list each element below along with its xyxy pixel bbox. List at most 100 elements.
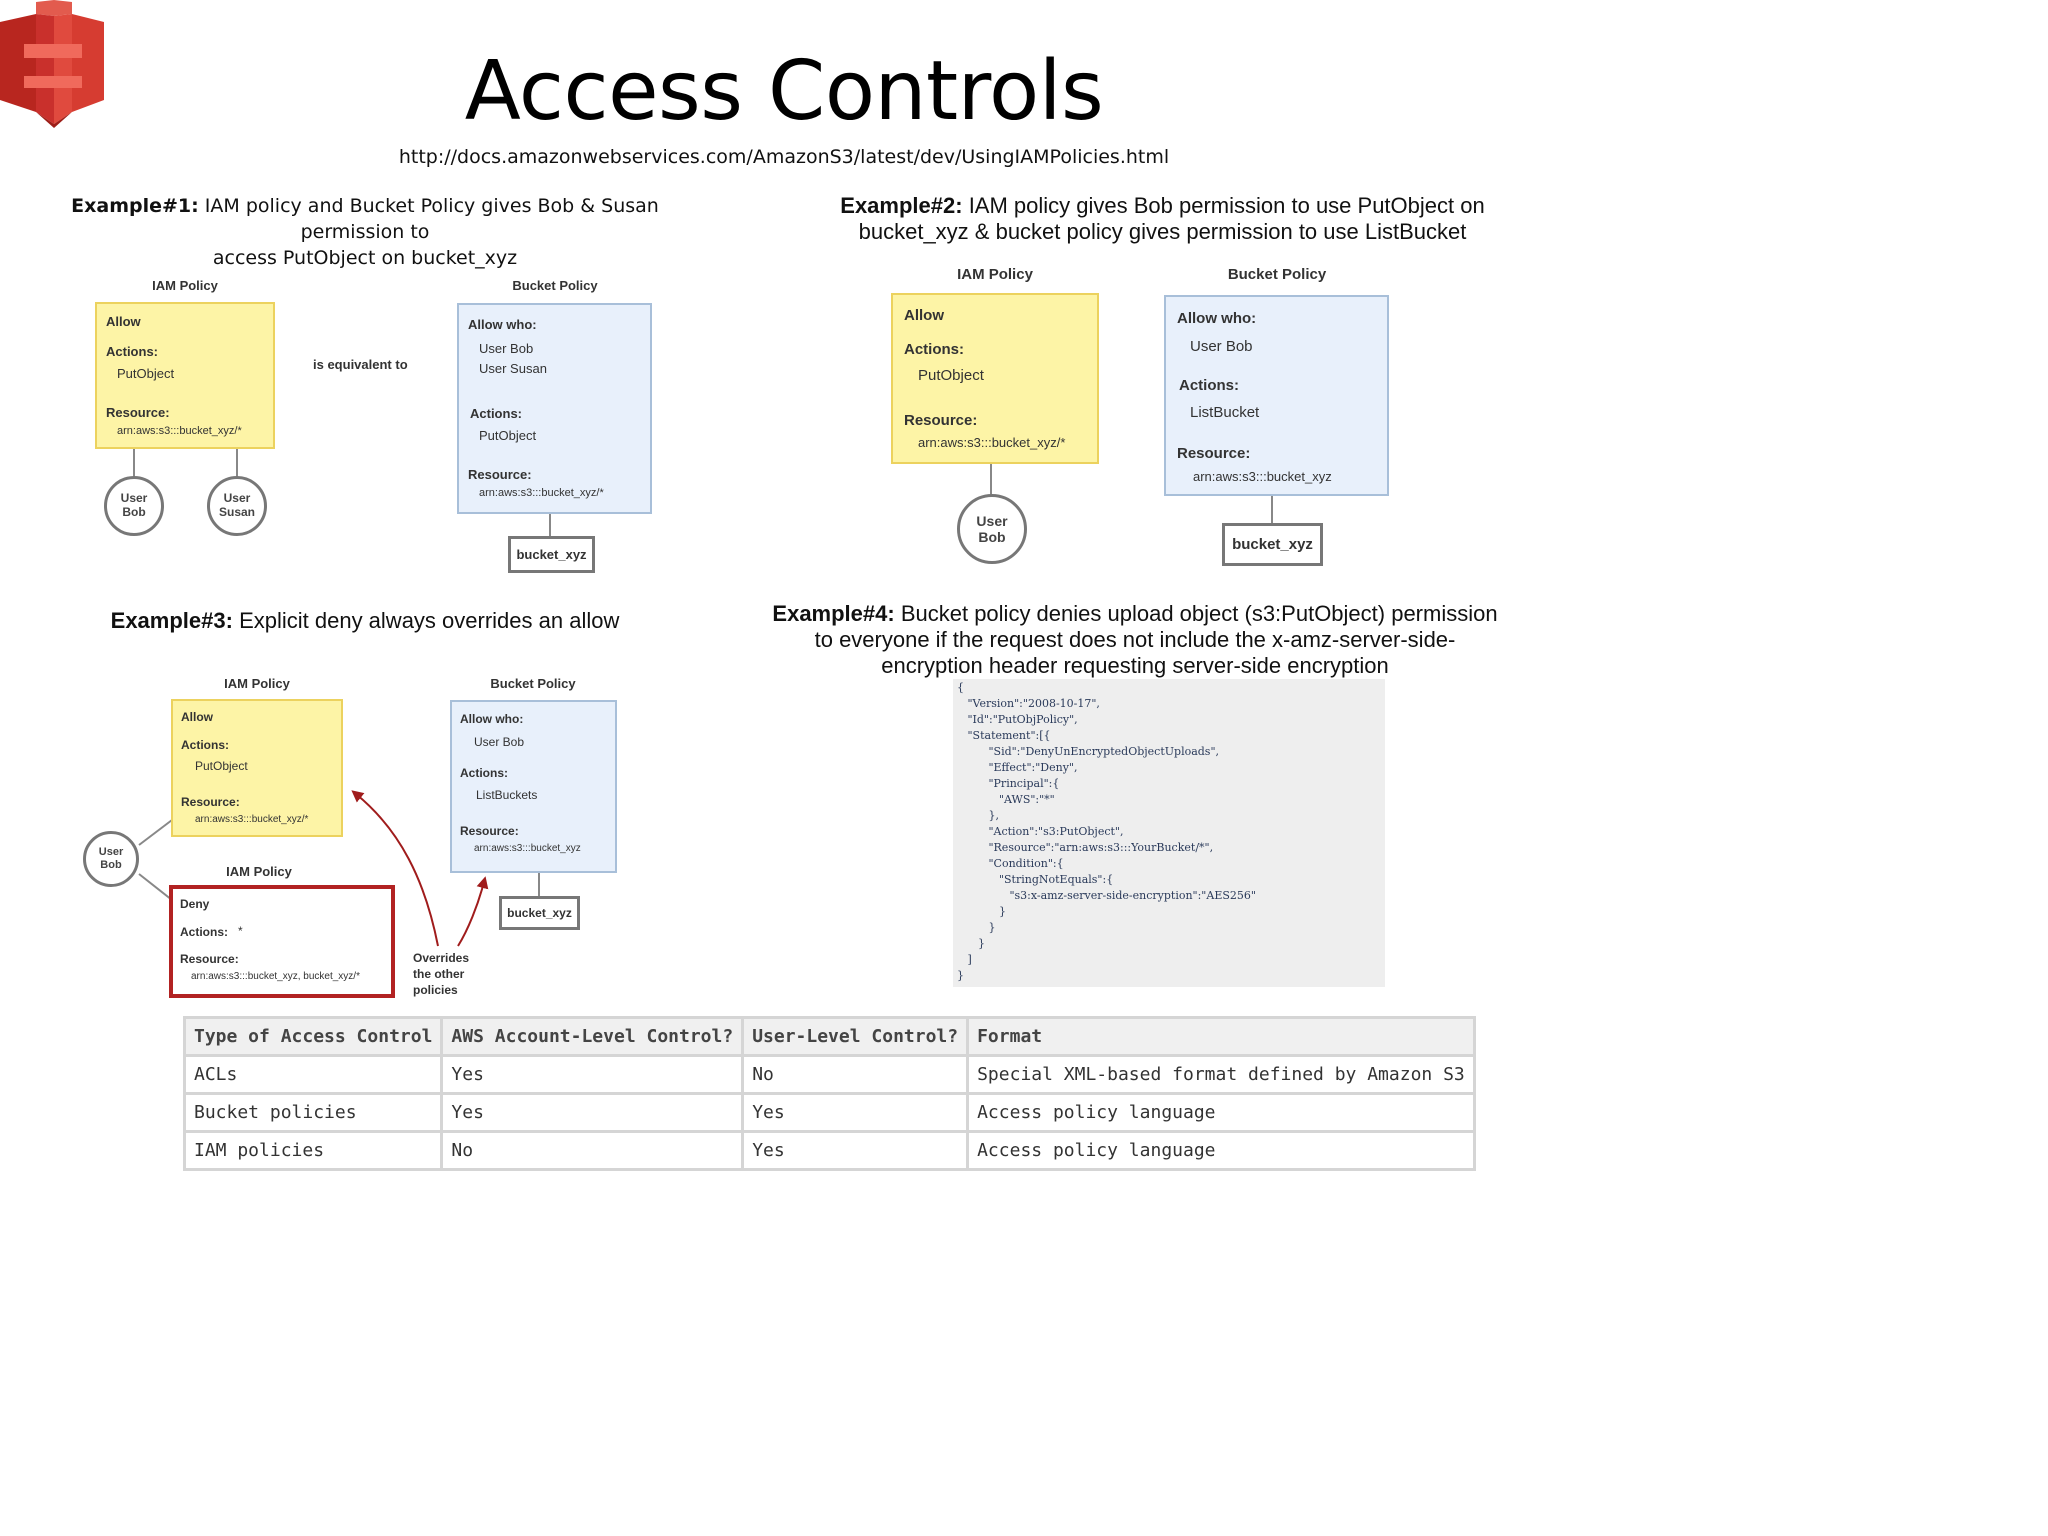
ex1-bucket-policy-box: Allow who: User Bob User Susan Actions: … (457, 303, 652, 514)
example3-label: Example#3: (110, 608, 233, 633)
ex3-deny-resource: arn:aws:s3:::bucket_xyz, bucket_xyz/* (191, 971, 360, 982)
code-line: "Condition":{ (957, 857, 1064, 870)
col-header-type: Type of Access Control (182, 1016, 444, 1057)
ex3-bp-resource-label: Resource: (460, 824, 519, 838)
example2-label: Example#2: (840, 193, 963, 218)
ex3-deny-resource-label: Resource: (180, 952, 239, 966)
example2-line1: IAM policy gives Bob permission to use P… (968, 193, 1485, 218)
ex2-iam-title: IAM Policy (957, 266, 1033, 283)
ex2-bp-actions-label: Actions: (1179, 377, 1239, 394)
code-line: { (957, 681, 964, 694)
ex1-iam-resource: arn:aws:s3:::bucket_xyz/* (117, 425, 242, 437)
ex3-deny-actions: * (238, 924, 243, 938)
ex3-bp-who1: User Bob (474, 735, 525, 749)
ex3-overrides-note: Overrides the other policies (413, 951, 470, 997)
ex1-bp-resource-label: Resource: (468, 467, 532, 482)
ex2-connector-bucket (1271, 496, 1273, 525)
ex3-iam-actions: PutObject (195, 759, 248, 773)
code-line: "Id":"PutObjPolicy", (957, 713, 1078, 726)
page-title: Access Controls (464, 44, 1104, 139)
ex2-bucket-node: bucket_xyz (1222, 523, 1323, 566)
ex2-iam-actions: PutObject (918, 367, 984, 384)
ex3-iam-allow: Allow (181, 710, 213, 724)
table-row: ACLs Yes No Special XML-based format def… (182, 1054, 1476, 1095)
example3-heading: Example#3: Explicit deny always override… (100, 608, 630, 634)
table-cell: IAM policies (182, 1130, 444, 1171)
code-line: }, (957, 809, 999, 822)
ex3-bucket-policy-box: Allow who: User Bob Actions: ListBuckets… (450, 700, 617, 873)
ex4-policy-json-code: { "Version":"2008-10-17", "Id":"PutObjPo… (953, 679, 1385, 987)
ex3-deny-iam-title: IAM Policy (226, 864, 292, 879)
example4-label: Example#4: (772, 601, 895, 626)
example3-line1: Explicit deny always overrides an allow (239, 608, 620, 633)
table-cell: Yes (440, 1092, 745, 1133)
ex3-deny-policy-box: Deny Actions: * Resource: arn:aws:s3:::b… (169, 885, 395, 998)
ex1-bp-allow-label: Allow who: (468, 317, 537, 332)
amazon-s3-logo (0, 0, 104, 128)
ex3-connectors (138, 790, 540, 947)
ex3-iam-policy-box: Allow Actions: PutObject Resource: arn:a… (171, 699, 343, 837)
ex2-bp-resource: arn:aws:s3:::bucket_xyz (1193, 469, 1332, 484)
col-header-account-level: AWS Account-Level Control? (440, 1016, 745, 1057)
ex2-iam-policy-box: Allow Actions: PutObject Resource: arn:a… (891, 293, 1099, 464)
code-line: "Principal":{ (957, 777, 1060, 790)
ex1-bp-who2: User Susan (479, 361, 547, 376)
table-cell: Bucket policies (182, 1092, 444, 1133)
example2-heading: Example#2: IAM policy gives Bob permissi… (840, 193, 1485, 245)
ex3-iam-title: IAM Policy (224, 676, 290, 691)
reference-url: http://docs.amazonwebservices.com/Amazon… (398, 146, 1170, 168)
ex1-iam-policy-box: Allow Actions: PutObject Resource: arn:a… (95, 302, 275, 449)
table-cell: Yes (741, 1130, 970, 1171)
ex2-iam-allow: Allow (904, 307, 944, 324)
ex1-connector-bucket (549, 514, 551, 538)
ex3-bp-actions-label: Actions: (460, 766, 508, 780)
ex2-iam-resource-label: Resource: (904, 412, 978, 429)
code-line: "AWS":"*" (957, 793, 1055, 806)
example1-label: Example#1: (71, 195, 199, 217)
table-header-row: Type of Access Control AWS Account-Level… (182, 1016, 1476, 1057)
ex1-bp-actions-label: Actions: (470, 406, 522, 421)
example4-line2: to everyone if the request does not incl… (814, 627, 1456, 652)
code-line: "Statement":[{ (957, 729, 1051, 742)
example1-line2: access PutObject on bucket_xyz (212, 247, 518, 269)
ex1-bucket-node: bucket_xyz (508, 536, 595, 573)
ex3-iam-resource: arn:aws:s3:::bucket_xyz/* (195, 814, 309, 825)
example4-heading: Example#4: Bucket policy denies upload o… (770, 601, 1500, 679)
col-header-format: Format (966, 1016, 1476, 1057)
code-line: } (957, 969, 964, 982)
ex2-iam-actions-label: Actions: (904, 341, 964, 358)
ex1-iam-actions: PutObject (117, 366, 175, 381)
table-cell: Yes (741, 1092, 970, 1133)
code-line: } (957, 937, 985, 950)
table-cell: Special XML-based format defined by Amaz… (966, 1054, 1476, 1095)
ex1-bp-who1: User Bob (479, 341, 534, 356)
table-cell: ACLs (182, 1054, 444, 1095)
ex2-bp-resource-label: Resource: (1177, 445, 1251, 462)
ex2-bucket-policy-title: Bucket Policy (1227, 266, 1327, 283)
access-control-comparison-table: Type of Access Control AWS Account-Level… (182, 1016, 1476, 1171)
ex1-bp-actions: PutObject (479, 428, 537, 443)
ex2-bp-allow-label: Allow who: (1177, 310, 1257, 327)
table-cell: Access policy language (966, 1130, 1476, 1171)
col-header-user-level: User-Level Control? (741, 1016, 970, 1057)
code-line: "Action":"s3:PutObject", (957, 825, 1124, 838)
table-row: IAM policies No Yes Access policy langua… (182, 1130, 1476, 1171)
ex2-bucket-policy-box: Allow who: User Bob Actions: ListBucket … (1164, 295, 1389, 496)
ex3-bucket-node: bucket_xyz (499, 896, 580, 930)
table-cell: No (440, 1130, 745, 1171)
ex1-iam-actions-label: Actions: (106, 344, 158, 359)
code-line: } (957, 921, 996, 934)
ex1-connector-bob (133, 449, 135, 477)
ex1-iam-allow: Allow (106, 314, 141, 329)
ex3-iam-actions-label: Actions: (181, 738, 229, 752)
code-line: "s3:x-amz-server-side-encryption":"AES25… (957, 889, 1256, 902)
ex2-bp-who1: User Bob (1190, 338, 1253, 355)
ex3-bp-resource: arn:aws:s3:::bucket_xyz (474, 843, 581, 854)
ex3-bp-actions: ListBuckets (476, 788, 538, 802)
example2-line2: bucket_xyz & bucket policy gives permiss… (858, 219, 1467, 244)
ex2-iam-resource: arn:aws:s3:::bucket_xyz/* (918, 435, 1066, 450)
ex1-bucket-policy-title: Bucket Policy (512, 278, 598, 293)
